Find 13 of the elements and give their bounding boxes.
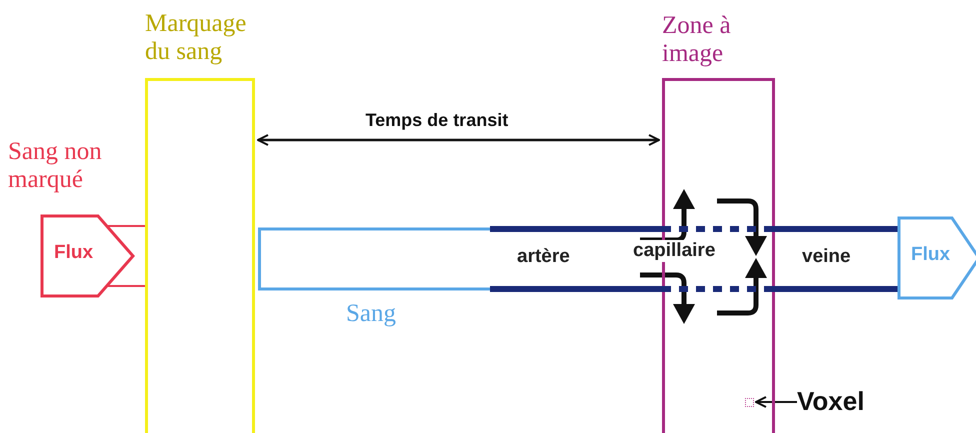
arrow (257, 134, 660, 146)
edge-label: Temps de transit (364, 110, 510, 131)
voxel-label: Voxel (797, 386, 864, 417)
pipe-line (107, 225, 146, 287)
flow-label: Flux (54, 242, 94, 264)
band-heading: Zone à image (662, 12, 732, 68)
blood-caption: Sang (346, 300, 396, 328)
vessel-label: capillaire (632, 240, 716, 262)
flow-label: Flux (911, 244, 950, 266)
arrow (755, 396, 797, 408)
flow-caption: Sang non marqué (8, 138, 103, 194)
voxel-square (745, 398, 754, 407)
band-heading: Marquage du sang (145, 10, 248, 66)
